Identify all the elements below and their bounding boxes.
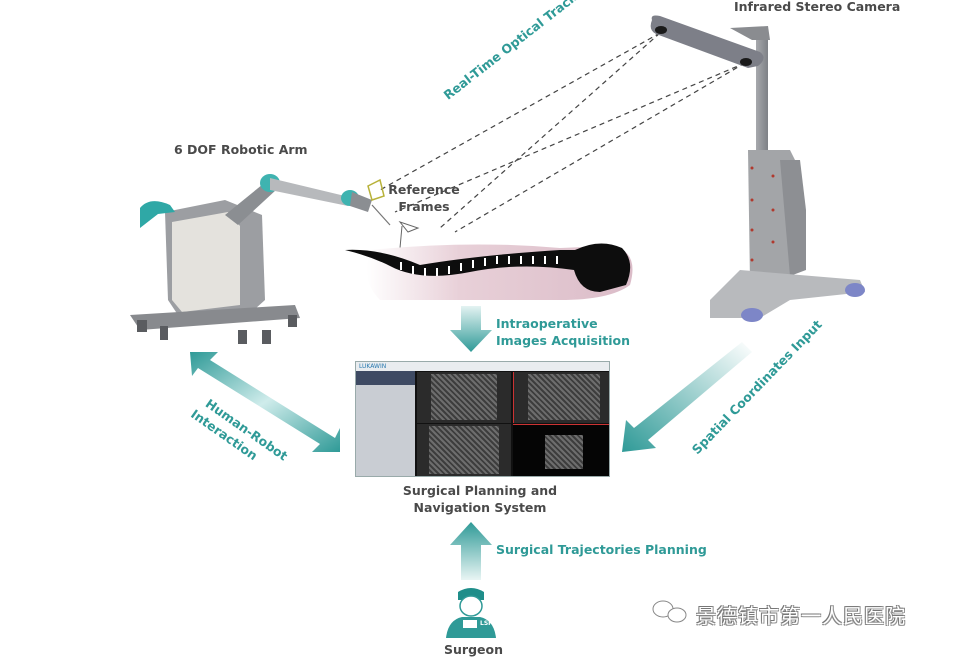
screen-sidebar [356,371,415,476]
surgeon-badge: LSP [480,620,493,627]
screen-view-coronal [417,424,511,476]
screen-view-sagittal [513,372,609,423]
screen-view-3d [513,424,609,476]
wechat-icon [652,600,687,623]
patient-spine [345,243,633,300]
arrow-trajectories [450,522,492,580]
navigation-system-screen: LUKAWIN [355,361,610,477]
watermark-text: 景德镇市第一人民医院 [696,604,906,628]
screen-title-bar: LUKAWIN [356,362,609,371]
robot-label: 6 DOF Robotic Arm [174,142,308,157]
arrow-spatial-coordinates [622,342,752,452]
arrow-image-acquisition [450,306,492,352]
arrow-human-robot [190,352,340,452]
screen-app-name: LUKAWIN [359,363,387,370]
optical-tracking-lines [379,32,746,233]
screen-view-axial [417,372,511,423]
surgeon-label: Surgeon [444,642,503,657]
camera-label: Infrared Stereo Camera [734,0,901,14]
reference-frames-label: Reference Frames [388,182,460,214]
navigation-system-label: Surgical Planning and Navigation System [402,483,558,515]
image-acquisition-label: Intraoperative Images Acquisition [496,316,631,348]
infrared-stereo-camera [650,15,865,322]
trajectories-label: Surgical Trajectories Planning [496,542,707,557]
robotic-arm [130,174,420,344]
surgeon-icon [446,588,496,638]
